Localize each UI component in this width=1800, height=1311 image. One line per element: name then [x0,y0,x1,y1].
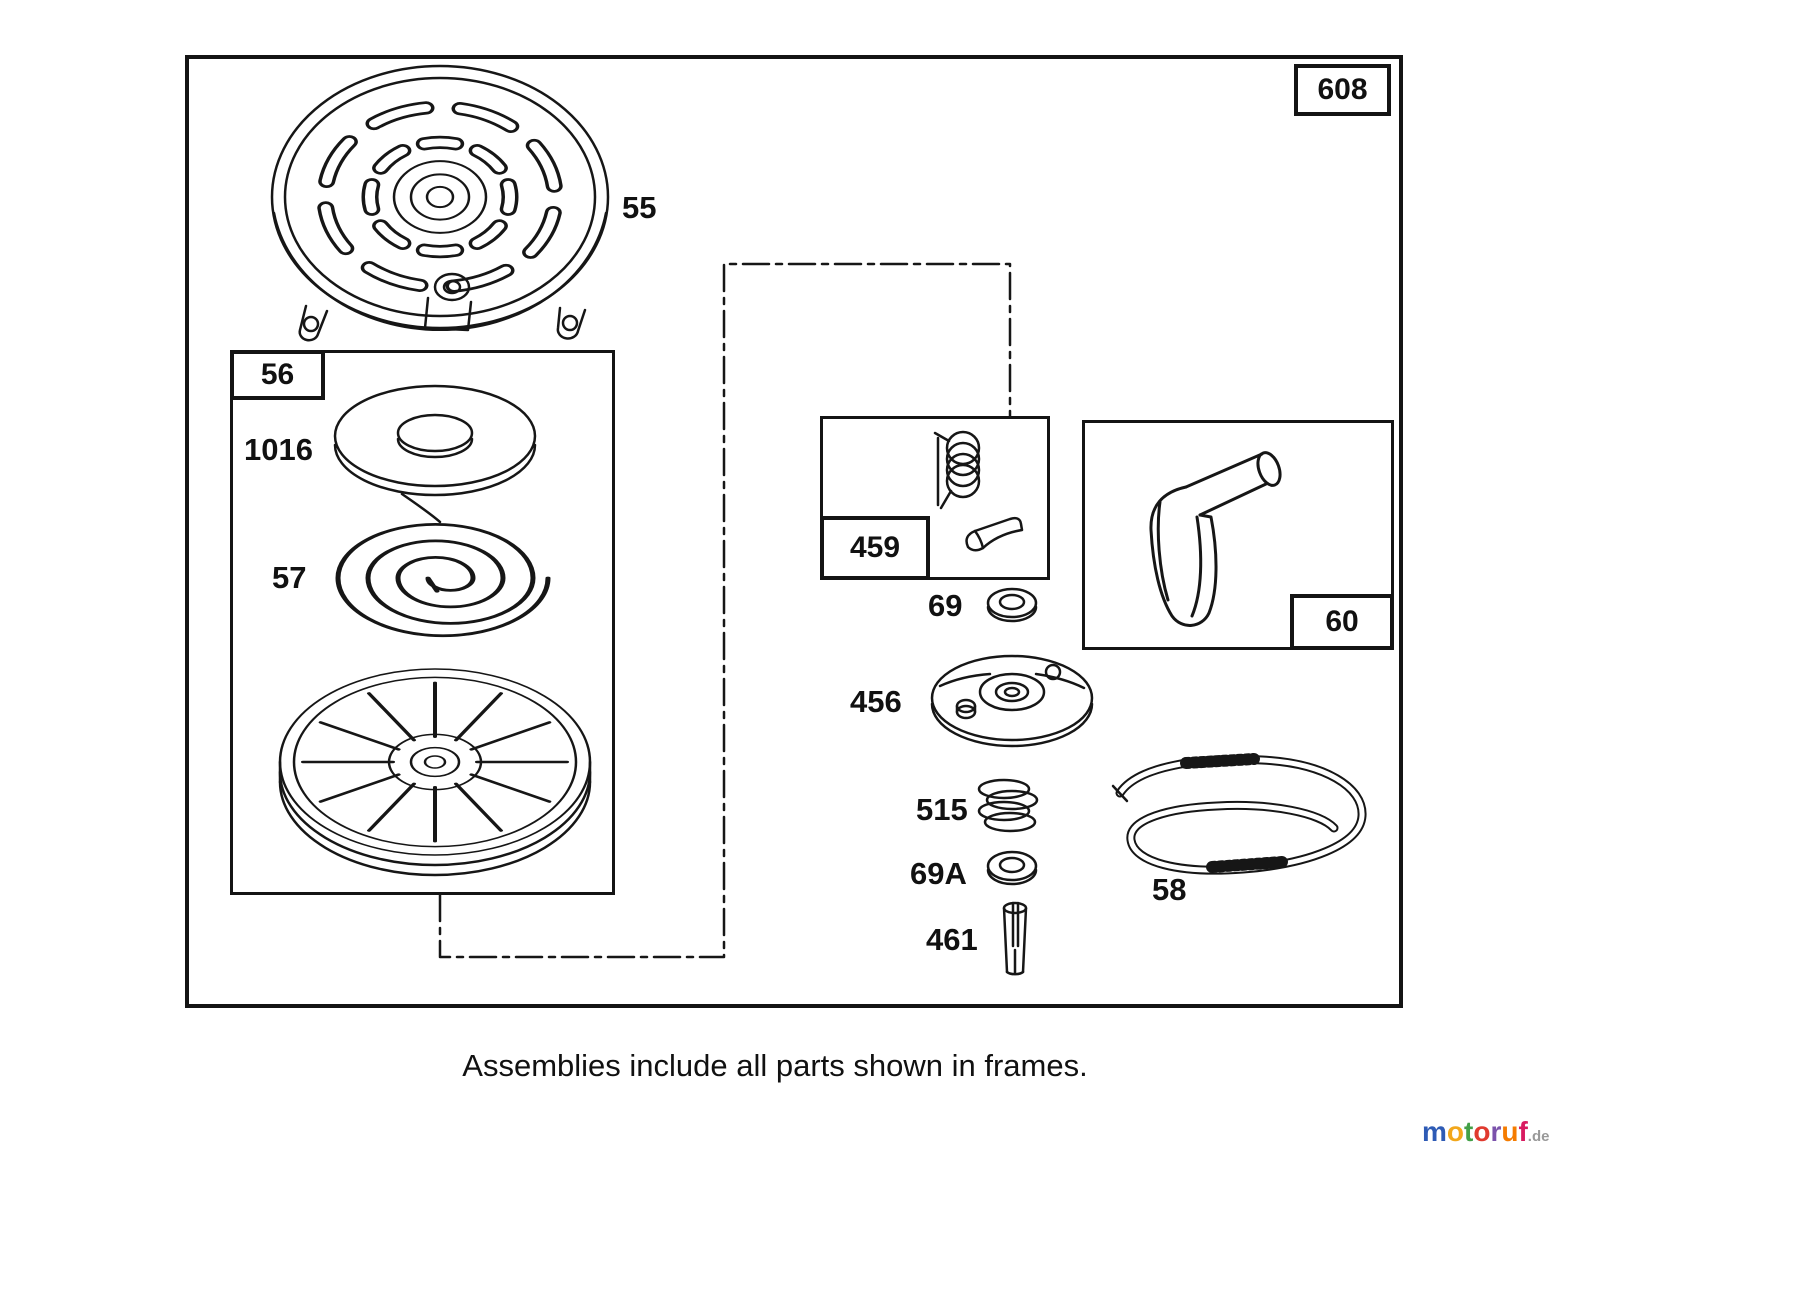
part-label-456: 456 [850,684,902,719]
recoil-spring-art [335,492,551,638]
washer-69-art [986,587,1038,623]
part-label-58: 58 [1152,872,1187,907]
assembly-number-608: 608 [1317,73,1368,106]
starter-housing-art [270,64,610,342]
frame-sub-assembly-56 [230,350,615,895]
label-box-56: 56 [230,350,325,400]
frame-main-assembly [185,55,1403,1008]
watermark-letter: u [1501,1116,1519,1147]
part-label-515: 515 [916,792,968,827]
part-label-1016: 1016 [244,432,313,467]
pulley-fan-art [278,668,592,877]
assembly-number-56: 56 [260,358,295,391]
label-box-608: 608 [1294,64,1391,116]
watermark-letter: t [1464,1116,1474,1147]
watermark-letter: f [1518,1116,1528,1147]
page-caption: Assemblies include all parts shown in fr… [462,1048,1088,1083]
part-label-57: 57 [272,560,307,595]
washer-69a-art [986,850,1038,886]
assembly-connector-line [438,262,1012,959]
part-label-55: 55 [622,190,657,225]
watermark: motoruf.de [1422,1116,1549,1148]
spring-keeper-art [965,516,1024,552]
watermark-suffix: .de [1527,1128,1550,1145]
rope-pulley-art [930,654,1094,748]
starter-rope-art [1111,753,1367,875]
watermark-letter: m [1422,1116,1447,1147]
starter-handle-art [1149,451,1282,627]
torsion-spring-art [933,430,981,510]
assembly-number-60: 60 [1325,605,1359,638]
part-label-69: 69 [928,588,963,623]
label-box-60: 60 [1290,594,1394,650]
part-label-69A: 69A [910,856,967,891]
washer-1016-art [333,384,537,497]
watermark-letter: r [1490,1116,1502,1147]
label-box-459: 459 [820,516,930,580]
frame-sub-assembly-60 [1082,420,1394,650]
compression-spring-art [977,778,1039,833]
assembly-number-459: 459 [849,531,901,564]
pin-art [1002,901,1028,976]
watermark-letter: o [1446,1116,1465,1147]
watermark-letter: o [1473,1116,1491,1147]
frame-sub-assembly-459 [820,416,1050,580]
part-label-461: 461 [926,922,978,957]
